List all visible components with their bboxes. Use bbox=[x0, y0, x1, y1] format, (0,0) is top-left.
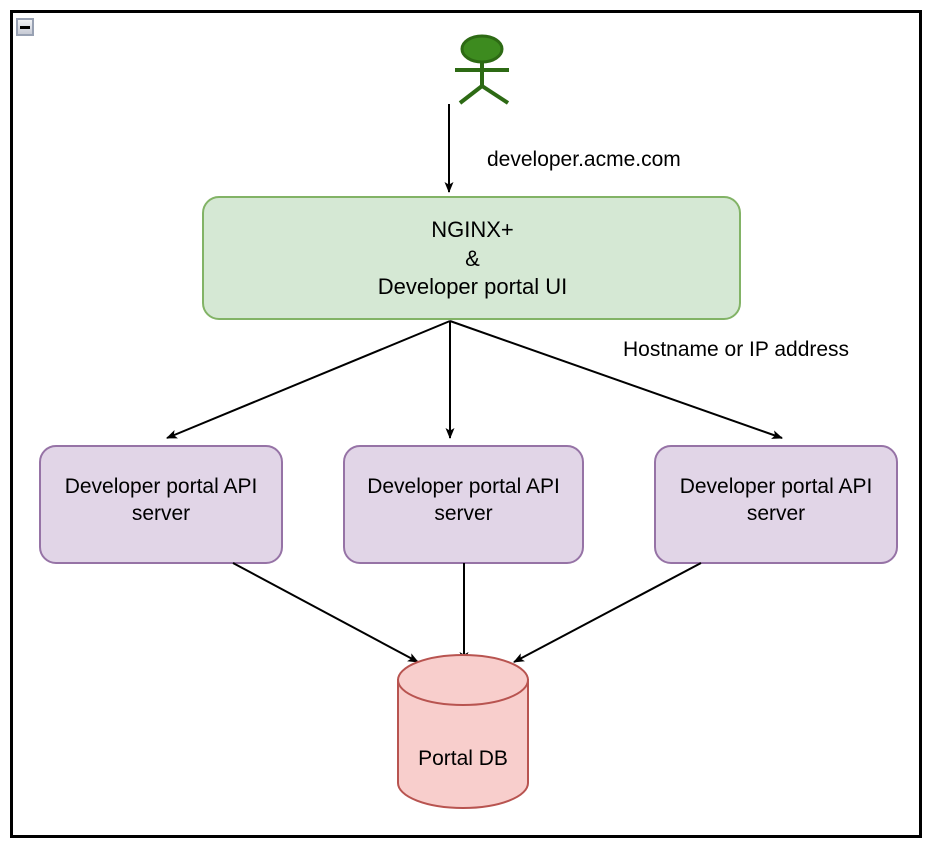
edge-label-domain: developer.acme.com bbox=[487, 148, 681, 171]
actor-head-icon bbox=[460, 34, 504, 64]
db-cylinder-top bbox=[397, 654, 529, 706]
minus-glyph bbox=[20, 25, 30, 29]
edge-nginx-to-api-3 bbox=[449, 320, 783, 439]
db-cylinder-body bbox=[397, 679, 529, 809]
diagram-page-frame bbox=[10, 10, 922, 838]
edge-api-3-to-db bbox=[513, 562, 702, 663]
edge-nginx-to-api-1 bbox=[166, 320, 451, 439]
edge-api-1-to-db bbox=[232, 562, 419, 663]
actor-leg-left bbox=[458, 84, 484, 105]
node-api-server-2[interactable] bbox=[343, 445, 584, 564]
actor-leg-right bbox=[480, 84, 510, 105]
node-api-server-1[interactable] bbox=[39, 445, 283, 564]
node-nginx-portal-ui[interactable] bbox=[202, 196, 741, 320]
node-portal-db[interactable] bbox=[397, 654, 529, 809]
user-actor[interactable] bbox=[455, 34, 510, 105]
minus-collapse-icon[interactable] bbox=[16, 18, 34, 36]
node-api-server-3[interactable] bbox=[654, 445, 898, 564]
edge-label-hostname: Hostname or IP address bbox=[623, 338, 850, 361]
